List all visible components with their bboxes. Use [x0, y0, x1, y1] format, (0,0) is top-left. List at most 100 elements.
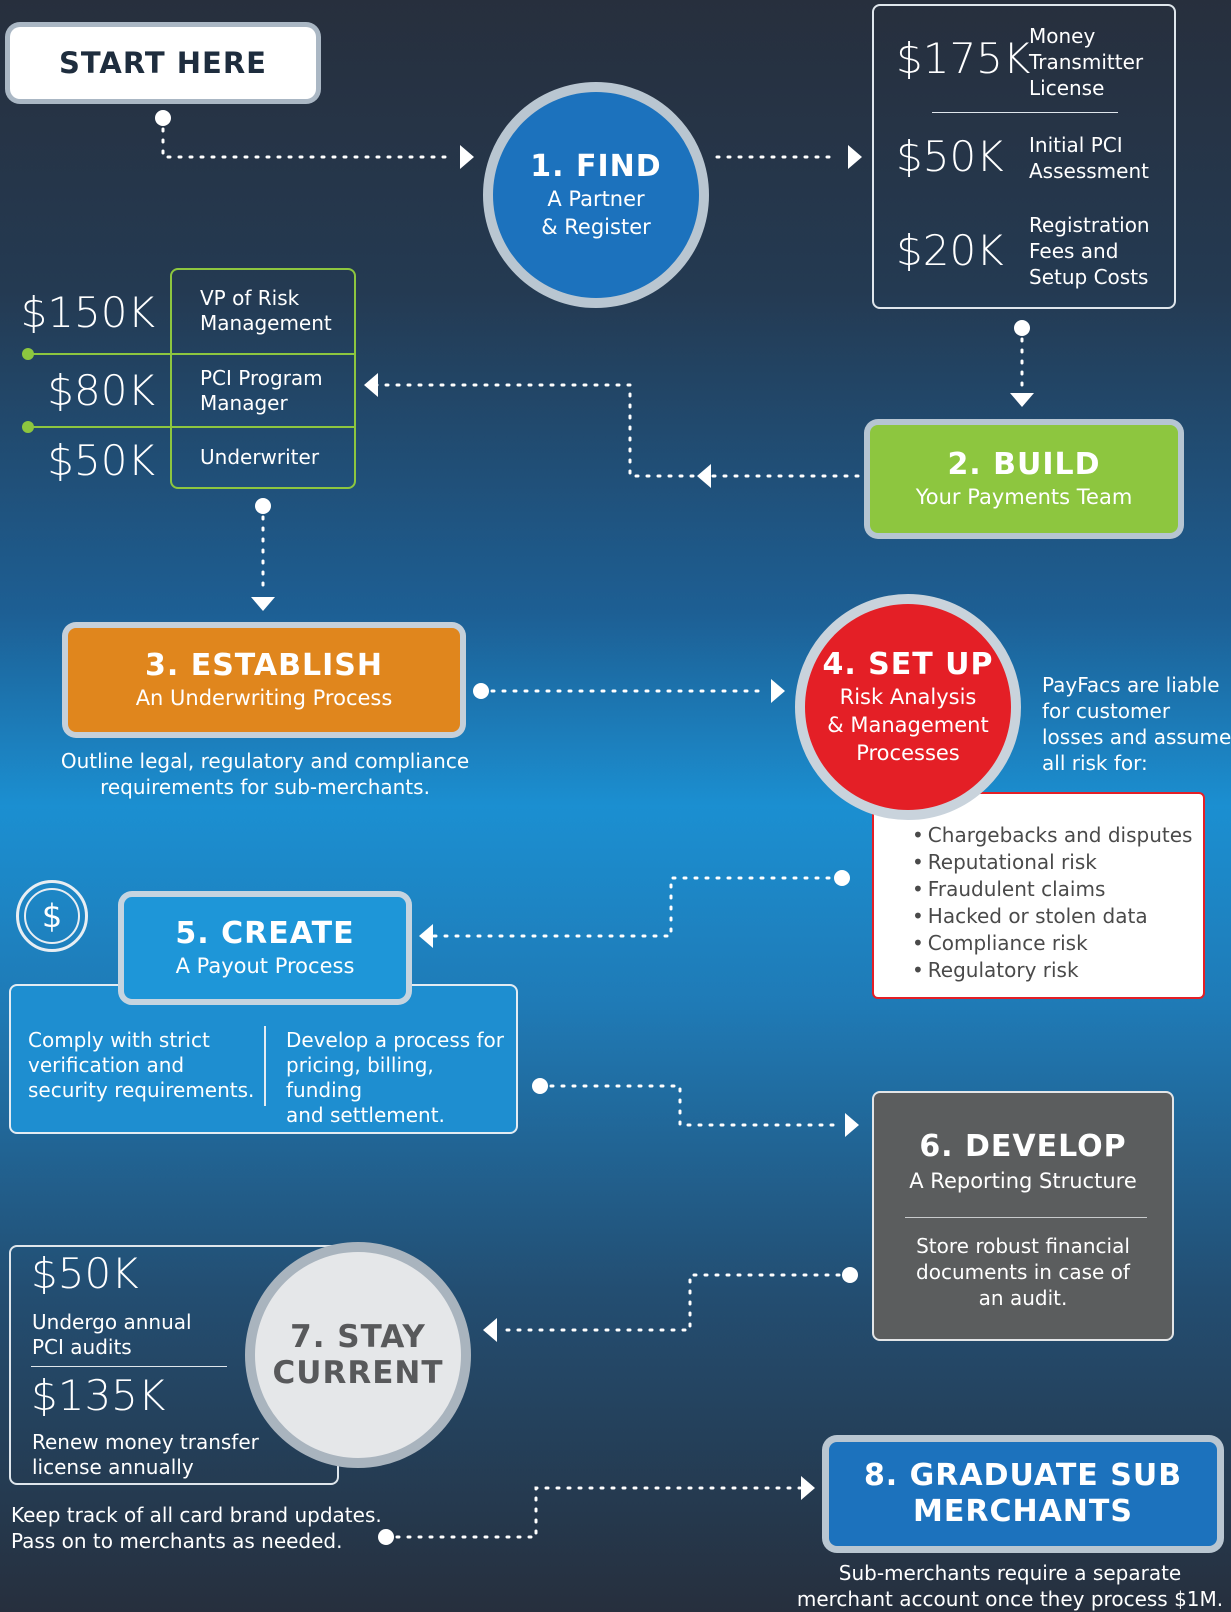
- arrow-right-icon: [801, 1476, 815, 1500]
- step3-title: 3. ESTABLISH: [144, 648, 384, 683]
- arrow-down-icon: [1010, 393, 1034, 407]
- step6-develop-panel: 6. DEVELOP A Reporting Structure Store r…: [872, 1091, 1174, 1341]
- connector-dot: [842, 1267, 858, 1283]
- connector-risk-create: [430, 876, 842, 938]
- step8-title-1: 8. GRADUATE SUB: [863, 1458, 1183, 1493]
- arrow-left-icon: [419, 924, 433, 948]
- divider: [172, 353, 354, 355]
- arrow-right-icon: [460, 145, 474, 169]
- risk-item: Fraudulent claims: [912, 876, 1192, 903]
- divider: [31, 1366, 227, 1367]
- step4-title: 4. SET UP: [822, 647, 994, 682]
- arrow-down-icon: [251, 597, 275, 611]
- step1-sub-1: A Partner: [547, 187, 645, 211]
- team-amount: $50K: [47, 436, 155, 485]
- team-divider-line: [24, 426, 170, 428]
- connector-dot: [473, 683, 489, 699]
- step2-sub: Your Payments Team: [915, 485, 1133, 509]
- divider: [932, 112, 1118, 113]
- cost-amount: $50K: [896, 132, 1004, 181]
- risk-item: Compliance risk: [912, 930, 1192, 957]
- step8-graduate-box: 8. GRADUATE SUB MERCHANTS: [829, 1442, 1217, 1546]
- arrow-right-icon: [848, 145, 862, 169]
- arrow-right-icon: [771, 679, 785, 703]
- cost-amount: $175K: [896, 34, 1031, 83]
- step1-sub-2: & Register: [541, 215, 651, 239]
- dollar-icon: $: [16, 880, 88, 952]
- connector-dot: [22, 421, 34, 433]
- risk-item: Reputational risk: [912, 849, 1192, 876]
- risk-list-panel: Chargebacks and disputes Reputational ri…: [872, 792, 1205, 999]
- step2-build-box: 2. BUILD Your Payments Team: [870, 425, 1178, 533]
- team-amount: $150K: [20, 288, 155, 337]
- team-amounts: $150K $80K $50K: [0, 268, 170, 489]
- step1-find-circle: 1. FIND A Partner & Register: [483, 82, 709, 308]
- connector-stay-graduate: [384, 1486, 802, 1539]
- step5-title: 5. CREATE: [175, 916, 355, 951]
- team-amount: $80K: [47, 366, 155, 415]
- arrow-left-icon: [697, 464, 711, 488]
- connector-start-find: [161, 116, 454, 159]
- connector-dot: [22, 348, 34, 360]
- step1-title: 1. FIND: [530, 149, 662, 184]
- step7-note: Keep track of all card brand updates.Pas…: [11, 1503, 382, 1553]
- step7-title-1: 7. STAY: [290, 1319, 426, 1355]
- step3-establish-box: 3. ESTABLISH An Underwriting Process: [68, 628, 460, 732]
- step5-sub: A Payout Process: [175, 954, 355, 978]
- cost-amount: $135K: [31, 1371, 166, 1420]
- connector-develop-stay: [496, 1273, 852, 1332]
- team-divider-line: [24, 353, 170, 355]
- cost-amount: $20K: [896, 226, 1004, 275]
- team-role: Underwriter: [200, 445, 320, 469]
- risk-list: Chargebacks and disputes Reputational ri…: [912, 822, 1193, 984]
- start-label: START HERE: [59, 46, 267, 80]
- step6-sub: A Reporting Structure: [909, 1169, 1137, 1193]
- connector-build-team: [374, 383, 860, 478]
- step2-title: 2. BUILD: [947, 447, 1101, 482]
- connector-dot: [255, 498, 271, 514]
- connector-dot: [834, 870, 850, 886]
- connector-dot: [378, 1529, 394, 1545]
- risk-item: Hacked or stolen data: [912, 903, 1192, 930]
- arrow-left-icon: [483, 1318, 497, 1342]
- step3-sub: An Underwriting Process: [135, 686, 393, 710]
- step3-note: Outline legal, regulatory and compliance…: [60, 749, 470, 799]
- risk-item: Chargebacks and disputes: [912, 822, 1193, 849]
- connector-dot: [532, 1078, 548, 1094]
- start-here-button[interactable]: START HERE: [10, 27, 316, 99]
- divider: [172, 426, 354, 428]
- connector-dot: [155, 110, 171, 126]
- connector-dot: [1014, 320, 1030, 336]
- connector-payout-develop: [538, 1084, 842, 1127]
- divider: [264, 1026, 266, 1106]
- step8-title-2: MERCHANTS: [913, 1494, 1133, 1529]
- arrow-left-icon: [364, 373, 378, 397]
- step6-title: 6. DEVELOP: [919, 1129, 1127, 1164]
- risk-item: Regulatory risk: [912, 957, 1192, 984]
- step5-create-box: 5. CREATE A Payout Process: [124, 897, 406, 999]
- divider: [905, 1217, 1147, 1218]
- step7-stay-circle: 7. STAY CURRENT: [245, 1242, 471, 1468]
- cost-amount: $50K: [31, 1249, 139, 1298]
- arrow-right-icon: [845, 1113, 859, 1137]
- step7-title-2: CURRENT: [272, 1355, 444, 1391]
